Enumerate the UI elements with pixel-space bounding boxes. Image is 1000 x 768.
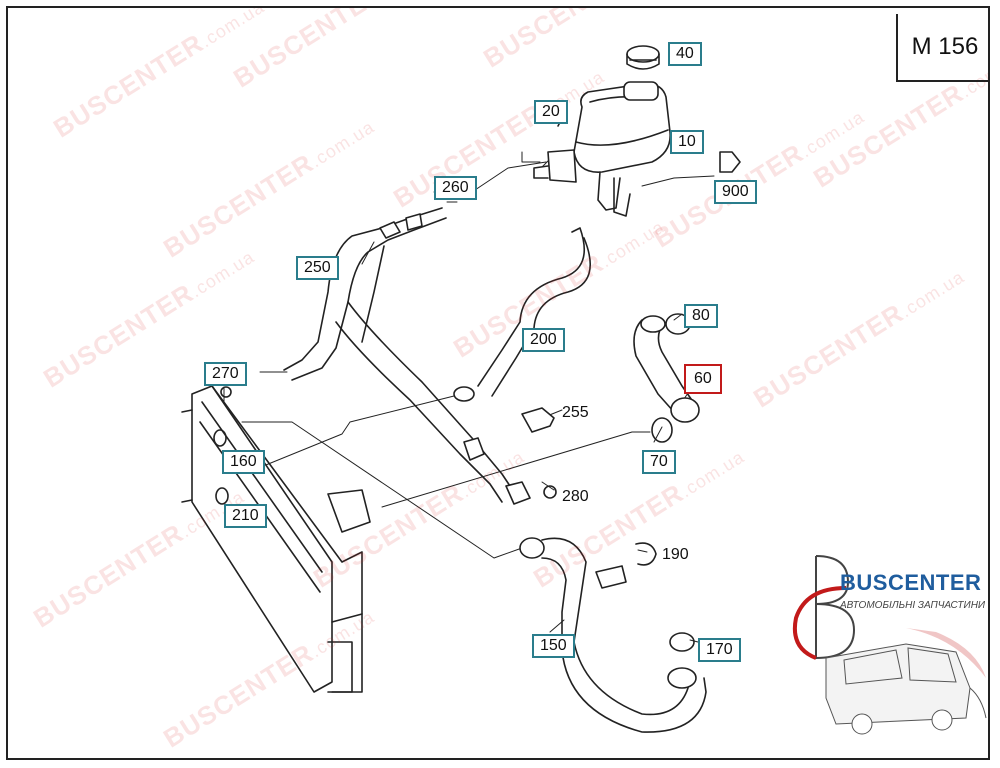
- hose-250: [283, 207, 531, 505]
- part-label-80[interactable]: 80: [684, 304, 718, 328]
- part-label-200[interactable]: 200: [522, 328, 565, 352]
- seal-170-shape: [669, 632, 695, 652]
- logo-tagline: АВТОМОБІЛЬНІ ЗАПЧАСТИНИ: [840, 600, 986, 611]
- part-label-900[interactable]: 900: [714, 180, 757, 204]
- diagram-frame: BUSCENTER.com.ua BUSCENTER.com.ua BUSCEN…: [6, 6, 990, 760]
- part-label-70[interactable]: 70: [642, 450, 676, 474]
- radiator-shape: [181, 385, 371, 693]
- logo-name: BUSCENTER: [840, 570, 982, 595]
- part-label-170[interactable]: 170: [698, 638, 741, 662]
- part-label-280[interactable]: 280: [562, 488, 589, 505]
- expansion-tank-shape: [533, 81, 671, 217]
- part-label-40[interactable]: 40: [668, 42, 702, 66]
- part-label-210[interactable]: 210: [224, 504, 267, 528]
- hose-150: [519, 537, 707, 733]
- clamp-190-shape: [635, 542, 657, 566]
- clamp-70-shape: [651, 417, 673, 443]
- part-label-20[interactable]: 20: [534, 100, 568, 124]
- part-label-270[interactable]: 270: [204, 362, 247, 386]
- buscenter-logo: [793, 555, 987, 735]
- seal-280-shape: [543, 485, 557, 499]
- part-label-160[interactable]: 160: [222, 450, 265, 474]
- part-label-250[interactable]: 250: [296, 256, 339, 280]
- sensor-shape: [719, 151, 741, 173]
- hose-200: [453, 227, 592, 402]
- part-label-190[interactable]: 190: [662, 546, 689, 563]
- cap-shape: [626, 45, 660, 70]
- part-label-10[interactable]: 10: [670, 130, 704, 154]
- model-code: M 156: [896, 14, 988, 82]
- part-label-60-highlighted[interactable]: 60: [684, 364, 722, 394]
- part-label-150[interactable]: 150: [532, 634, 575, 658]
- connector-255-shape: [521, 407, 555, 433]
- hose-60: [633, 313, 700, 423]
- part-label-260[interactable]: 260: [434, 176, 477, 200]
- part-label-255[interactable]: 255: [562, 404, 589, 421]
